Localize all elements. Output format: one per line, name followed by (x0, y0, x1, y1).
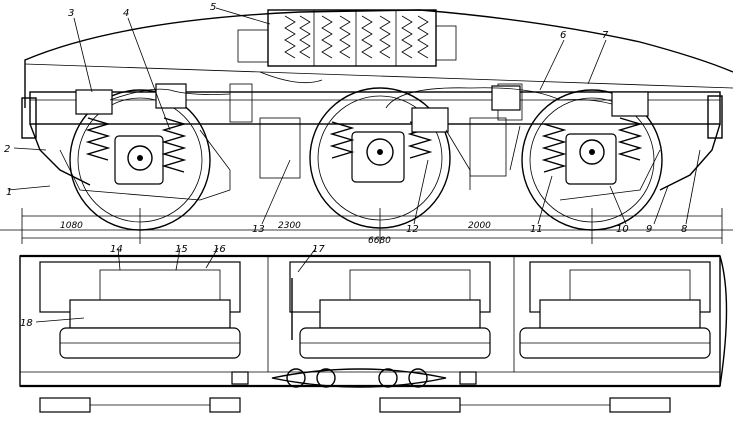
motor-unit-3 (519, 261, 711, 359)
callout-6: 6 (560, 30, 566, 41)
axle-box-left (75, 89, 113, 115)
callout-10: 10 (616, 224, 629, 235)
cable-right (385, 87, 613, 109)
axle-box-center (411, 107, 449, 133)
callout-7: 7 (602, 30, 609, 41)
dimension-2000: 2000 (468, 221, 491, 231)
dimension-6680: 6680 (368, 236, 391, 246)
cable-top (259, 71, 323, 84)
callout-17: 17 (312, 244, 325, 255)
dimension-labels: 1080 2300 2000 6680 (60, 221, 491, 246)
bottom-fasteners (39, 397, 671, 413)
cable-left (109, 88, 231, 101)
callout-14: 14 (110, 244, 123, 255)
center-pivot (271, 368, 447, 388)
callout-12: 12 (406, 224, 419, 235)
bogie-frame (21, 83, 723, 191)
leader-lines (7, 7, 701, 323)
callout-13: 13 (252, 224, 265, 235)
plan-view (19, 254, 728, 413)
callout-16: 16 (213, 244, 226, 255)
callout-1: 1 (6, 187, 12, 198)
dimension-lines (0, 208, 733, 244)
callout-9: 9 (646, 224, 652, 235)
resistor-box (237, 9, 457, 67)
callout-11: 11 (530, 224, 543, 235)
motor-unit-1 (39, 261, 241, 359)
axle-box-right (611, 91, 649, 117)
side-view (21, 9, 733, 231)
callout-8: 8 (681, 224, 687, 235)
frame-bracket-left (155, 83, 187, 109)
dimension-1080: 1080 (60, 221, 83, 231)
wheelset-1 (69, 89, 211, 231)
callout-2: 2 (4, 144, 10, 155)
callout-4: 4 (123, 8, 129, 19)
callout-labels: 1 2 3 4 5 6 7 8 9 10 11 12 13 14 15 16 1… (4, 2, 687, 329)
frame-bracket-right (491, 85, 521, 111)
callout-15: 15 (175, 244, 188, 255)
callout-18: 18 (20, 318, 33, 329)
motor-unit-2 (289, 261, 491, 359)
dimension-2300: 2300 (278, 221, 301, 231)
callout-5: 5 (210, 2, 216, 13)
callout-3: 3 (68, 8, 74, 19)
